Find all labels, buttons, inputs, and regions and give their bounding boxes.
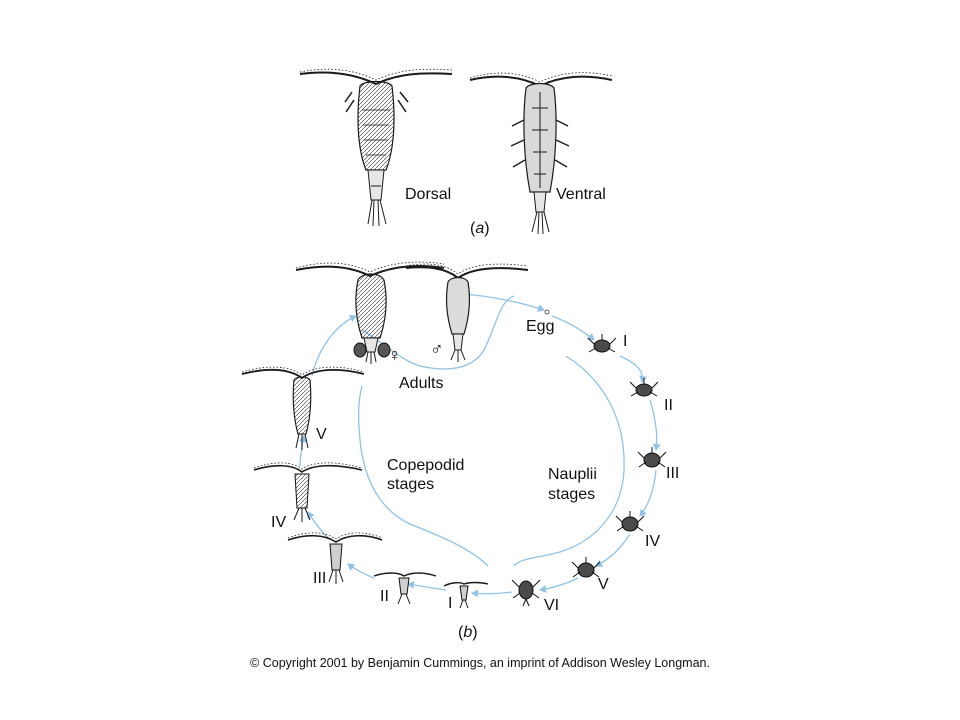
copepodid-stage-label-4: IV [271,514,287,531]
nauplius-stage-label-1: I [623,333,628,350]
copepodid-stage-label-1: I [448,595,453,612]
copepodid-stage-label-5: V [316,426,327,443]
panel-b-caption: (b) [458,624,478,641]
copepodid-stage-2-drawing [373,572,437,605]
nauplius-stage-1-drawing [587,334,617,353]
nauplius-drawings [511,334,667,607]
male-symbol: ♂ [430,339,444,359]
nauplius-stage-label-3: III [666,465,680,482]
adults-label: Adults [399,375,444,392]
nauplii-stages-label-line1: Nauplii [548,466,597,483]
copepodid-stage-label-3: III [313,570,327,587]
ventral-copepod-drawing [469,72,613,235]
nauplius-stage-6-drawing [511,579,541,607]
adult-male-copepod-drawing [405,263,529,362]
panel-b-letter: b [463,624,473,641]
nauplius-stage-3-drawing [637,447,667,468]
copepodid-stages-label-line2: stages [387,476,435,493]
nauplius-stage-label-5: V [598,576,609,593]
ventral-label: Ventral [556,186,606,203]
copepodid-stage-4-drawing [253,462,363,522]
female-symbol: ♀ [388,345,402,365]
nauplius-stage-2-drawing [629,378,659,397]
panel-a-caption: (a) [470,220,490,237]
copepodid-stage-3-drawing [287,532,383,584]
nauplius-stage-4-drawing [615,511,645,532]
nauplius-stage-label-2: II [664,397,673,414]
copepodid-stage-5-drawing [241,366,365,450]
dorsal-label: Dorsal [405,186,452,203]
copepodid-stage-1-drawing [443,581,489,609]
nauplius-stage-label-6: VI [544,597,560,614]
egg-drawing [544,309,550,315]
panel-a-letter: a [475,220,485,237]
nauplii-stages-label-line2: stages [548,486,596,503]
nauplius-stage-label-4: IV [645,533,661,550]
life-cycle-arrows [298,293,661,598]
dorsal-copepod-drawing [299,68,453,227]
copepodid-drawings [241,366,489,609]
nauplius-stage-5-drawing [571,557,601,578]
copepodid-stage-label-2: II [380,588,389,605]
copepodid-stages-label-line1: Copepodid [387,457,465,474]
copyright-notice: © Copyright 2001 by Benjamin Cummings, a… [250,656,710,670]
egg-label: Egg [526,318,555,335]
adult-female-copepod-drawing [295,261,445,364]
